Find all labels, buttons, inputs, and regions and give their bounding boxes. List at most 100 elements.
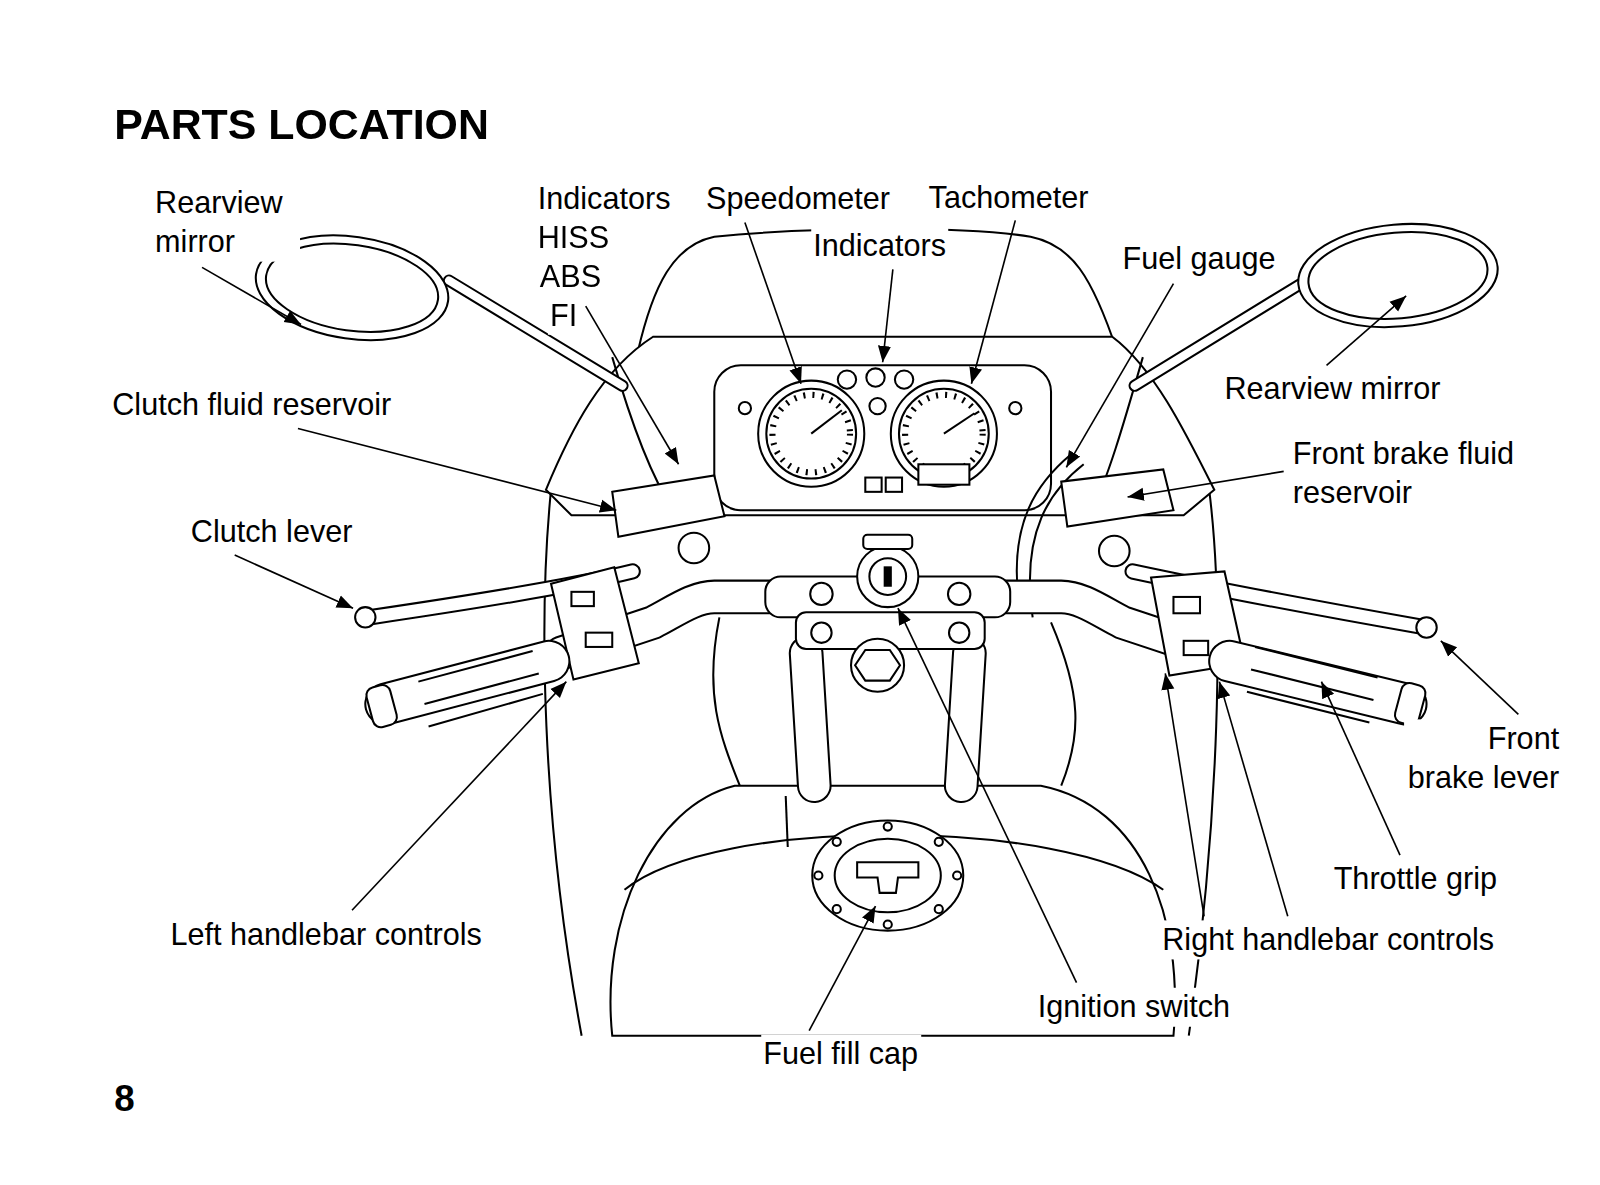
grips xyxy=(1230,661,1407,704)
leader-lines xyxy=(1219,682,1287,917)
page-number: 8 xyxy=(112,1078,137,1121)
fairing-sides xyxy=(544,490,1217,1036)
leader-lines xyxy=(883,269,893,362)
instrument-panel xyxy=(811,410,842,433)
instrument-panel xyxy=(891,381,997,487)
leader-lines xyxy=(202,220,1518,1030)
fork-tubes xyxy=(806,653,814,786)
instrument-panel xyxy=(758,381,864,487)
mirrors xyxy=(1305,225,1491,326)
levers xyxy=(355,571,1437,637)
grips xyxy=(1247,647,1378,723)
part-label: Speedometer xyxy=(704,180,892,219)
part-label: Rearview mirror xyxy=(153,184,300,262)
instrument-panel xyxy=(1009,402,1021,414)
grips xyxy=(1230,661,1407,704)
mirrors xyxy=(249,216,1502,352)
part-label: Indicators xyxy=(811,227,948,266)
fuel-tank xyxy=(786,796,788,847)
leader-lines xyxy=(235,555,353,608)
part-label: HISS xyxy=(536,218,612,257)
ignition-switch xyxy=(869,558,906,595)
instrument-panel xyxy=(739,402,751,414)
fuel-fill-cap xyxy=(935,905,943,913)
cables xyxy=(713,617,740,785)
leader-lines xyxy=(1441,641,1519,714)
reservoirs xyxy=(612,469,1173,566)
part-label: Fuel fill cap xyxy=(761,1035,920,1074)
grips xyxy=(418,651,542,727)
mirror-stalks xyxy=(449,281,1306,386)
part-label: Tachometer xyxy=(927,179,1091,218)
part-label: Left handlebar controls xyxy=(168,915,484,954)
part-label: FI xyxy=(548,296,579,335)
instrument-panel xyxy=(838,370,856,388)
levers xyxy=(1416,617,1436,637)
leader-lines xyxy=(352,682,566,911)
switch-housings xyxy=(1184,641,1208,655)
reservoirs xyxy=(1099,536,1130,567)
switch-housings xyxy=(586,633,613,647)
fuel-fill-cap xyxy=(833,838,841,846)
leader-lines xyxy=(202,267,301,324)
part-label: Clutch lever xyxy=(189,512,355,551)
top-clamp xyxy=(948,583,970,605)
fuel-fill-cap xyxy=(884,920,892,928)
ignition-switch xyxy=(884,566,892,586)
fork-tubes xyxy=(806,653,814,786)
fuel-fill-cap xyxy=(814,871,822,879)
fork-tubes xyxy=(961,653,969,786)
fork-tubes xyxy=(961,653,969,786)
ignition-switch xyxy=(863,535,912,549)
instrument-panel xyxy=(766,389,856,479)
part-label: Right handlebar controls xyxy=(1160,920,1496,959)
top-clamp xyxy=(855,650,900,681)
leader-lines xyxy=(1128,471,1284,497)
leader-lines xyxy=(971,220,1015,383)
instrument-panel xyxy=(905,395,983,473)
grips xyxy=(365,683,399,729)
top-clamp xyxy=(810,583,832,605)
fairing-sides xyxy=(544,490,581,1036)
fuel-fill-cap xyxy=(812,820,963,930)
part-label: Rearview mirror xyxy=(1222,369,1442,408)
cables xyxy=(1051,622,1075,785)
fuel-fill-cap xyxy=(835,839,941,912)
leader-lines xyxy=(586,306,679,464)
instrument-panel xyxy=(886,478,902,492)
part-label: Front brake fluid reservoir xyxy=(1291,435,1525,513)
part-label: Clutch fluid reservoir xyxy=(110,386,393,425)
top-clamp xyxy=(851,639,904,692)
leader-lines xyxy=(898,608,1077,982)
reservoirs xyxy=(1061,469,1173,526)
instrument-panel xyxy=(772,395,850,473)
mirrors xyxy=(1294,216,1502,335)
fuel-fill-cap xyxy=(935,838,943,846)
ignition-switch xyxy=(857,535,918,607)
part-label: Throttle grip xyxy=(1332,859,1499,898)
switch-housings xyxy=(571,592,593,606)
fuel-fill-cap xyxy=(884,822,892,830)
fuel-fill-cap xyxy=(857,862,918,893)
instrument-panel xyxy=(944,413,975,433)
reservoirs xyxy=(679,533,710,564)
grips xyxy=(365,647,1428,729)
switch-housings xyxy=(1173,597,1200,613)
reservoirs xyxy=(612,476,724,537)
levers xyxy=(355,607,375,627)
leader-lines xyxy=(298,429,616,511)
mirror-stalks xyxy=(449,281,622,386)
switch-housings xyxy=(551,567,1245,679)
top-clamp xyxy=(811,622,831,642)
part-label: Indicators xyxy=(536,180,673,219)
instrument-panel xyxy=(714,365,1051,510)
leader-lines xyxy=(745,222,801,383)
instrument-panel xyxy=(869,398,885,414)
instrument-panel xyxy=(918,464,969,484)
instrument-panel xyxy=(895,370,913,388)
fuel-fill-cap xyxy=(812,820,963,930)
ignition-switch xyxy=(857,546,918,607)
part-label: ABS xyxy=(538,257,603,296)
mirror-stalks xyxy=(449,281,622,386)
